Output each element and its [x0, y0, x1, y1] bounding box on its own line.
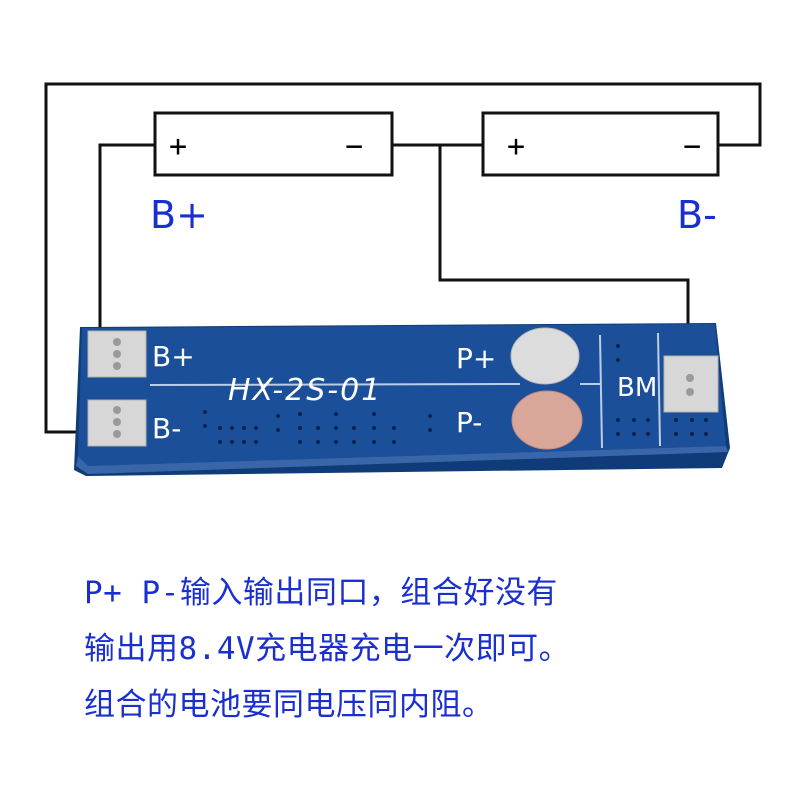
battery-1: + − [153, 111, 394, 177]
caption-line-1: P+ P-输入输出同口，组合好没有 [84, 575, 558, 611]
wire-bm [438, 145, 690, 362]
pad-p-minus [511, 390, 583, 450]
wires [44, 82, 762, 434]
caption-line-3: 组合的电池要同电压同内阻。 [84, 687, 494, 723]
pad-b-plus [87, 330, 147, 378]
pad-b-minus [87, 399, 147, 447]
pcb-label-b-minus: B- [152, 412, 181, 445]
pcb-silkscreen [149, 332, 661, 449]
battery-2-minus: − [683, 129, 701, 164]
pcb-board: B+ B- P+ P- BM HX-2S-01 [74, 323, 730, 476]
battery-2-plus: + [507, 129, 525, 164]
pcb-vias [203, 344, 708, 444]
battery-1-plus: + [169, 129, 187, 164]
label-b-minus: B- [677, 193, 717, 237]
caption: P+ P-输入输出同口，组合好没有 输出用8.4V充电器充电一次即可。 组合的电… [84, 565, 784, 733]
wire-b-plus [98, 143, 155, 346]
pad-bm [663, 355, 719, 413]
pcb-label-p-plus: P+ [456, 342, 496, 375]
battery-1-minus: − [345, 129, 363, 164]
label-b-plus: B+ [150, 193, 208, 237]
pcb-model-label: HX-2S-01 [228, 373, 382, 408]
wire-b-minus [44, 82, 762, 434]
pcb-label-b-plus: B+ [152, 340, 195, 373]
pcb-edge [76, 446, 728, 474]
battery-1-body [153, 111, 394, 177]
pad-p-plus [510, 327, 580, 385]
pcb-label-p-minus: P- [456, 406, 482, 439]
caption-line-2: 输出用8.4V充电器充电一次即可。 [84, 631, 571, 667]
pcb-label-bm: BM [617, 373, 657, 403]
battery-2: + − [481, 111, 720, 177]
battery-2-body [481, 111, 720, 177]
